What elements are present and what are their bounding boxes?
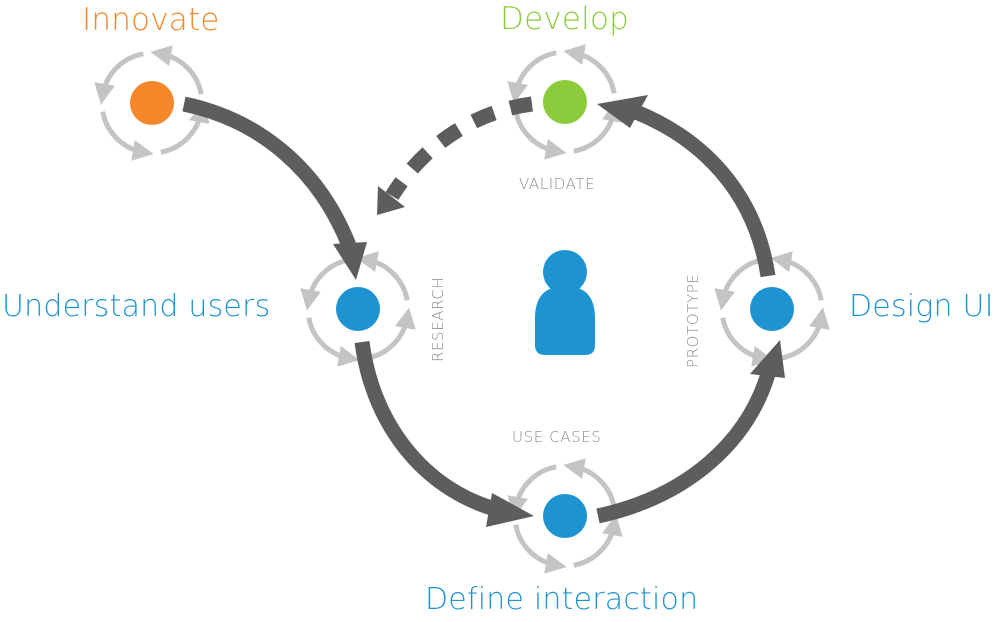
design-ui-node	[750, 287, 794, 331]
activity-label-use-cases: USE CASES	[512, 428, 602, 446]
activity-label-research: RESEARCH	[429, 276, 447, 362]
cycle-ring-design-icon	[714, 251, 830, 367]
cycle-arc-arrow-icon	[366, 307, 416, 361]
activity-label-validate: VALIDATE	[519, 175, 596, 193]
flow-arrow-innovate-to-understand	[182, 96, 367, 280]
cycle-arc-arrow-icon	[573, 514, 623, 568]
stage-title-define-interaction: Define interaction	[425, 582, 699, 617]
cycle-arc-arrow-icon	[563, 458, 617, 508]
understand-users-node	[336, 287, 380, 331]
cycle-arc-arrow-icon	[507, 464, 557, 518]
cycle-arc-arrow-icon	[356, 251, 410, 301]
cycle-arc-arrow-icon	[513, 524, 567, 574]
cycle-arc-arrow-icon	[714, 257, 764, 311]
user-icon	[535, 250, 595, 355]
stage-title-develop: Develop	[500, 1, 630, 37]
stage-title-design-ui: Design UI	[849, 289, 994, 324]
cycle-arc-arrow-icon	[513, 110, 567, 160]
cycle-arc-arrow-icon	[100, 111, 154, 161]
flow-arrow-understand-to-define	[354, 341, 534, 527]
flow-arrow-define-to-design	[596, 340, 785, 524]
innovate-node	[130, 81, 174, 125]
cycle-arc-arrow-icon	[160, 101, 210, 155]
cycle-arc-arrow-icon	[306, 317, 360, 367]
cycle-ring-define-icon	[507, 458, 623, 574]
cycle-arc-arrow-icon	[563, 44, 617, 94]
cycle-arc-arrow-icon	[150, 45, 204, 95]
stage-title-innovate: Innovate	[82, 2, 220, 38]
flow-arrow-design-to-develop	[597, 95, 776, 278]
cycle-arc-arrow-icon	[507, 50, 557, 104]
cycle-ring-understand-icon	[300, 251, 416, 367]
cycle-ring-develop-icon	[507, 44, 623, 160]
cycle-arc-arrow-icon	[770, 251, 824, 301]
activity-label-prototype: PROTOTYPE	[684, 273, 702, 369]
cycle-arc-arrow-icon	[780, 307, 830, 361]
cycle-ring-innovate-icon	[94, 45, 210, 161]
cycle-arc-arrow-icon	[300, 257, 350, 311]
cycle-arc-arrow-icon	[720, 317, 774, 367]
flow-arrow-develop-to-understand-dashed	[377, 96, 534, 215]
cycle-arc-arrow-icon	[94, 51, 144, 105]
develop-node	[543, 80, 587, 124]
define-interaction-node	[543, 494, 587, 538]
cycle-arc-arrow-icon	[573, 100, 623, 154]
stage-title-understand-users: Understand users	[2, 289, 271, 324]
